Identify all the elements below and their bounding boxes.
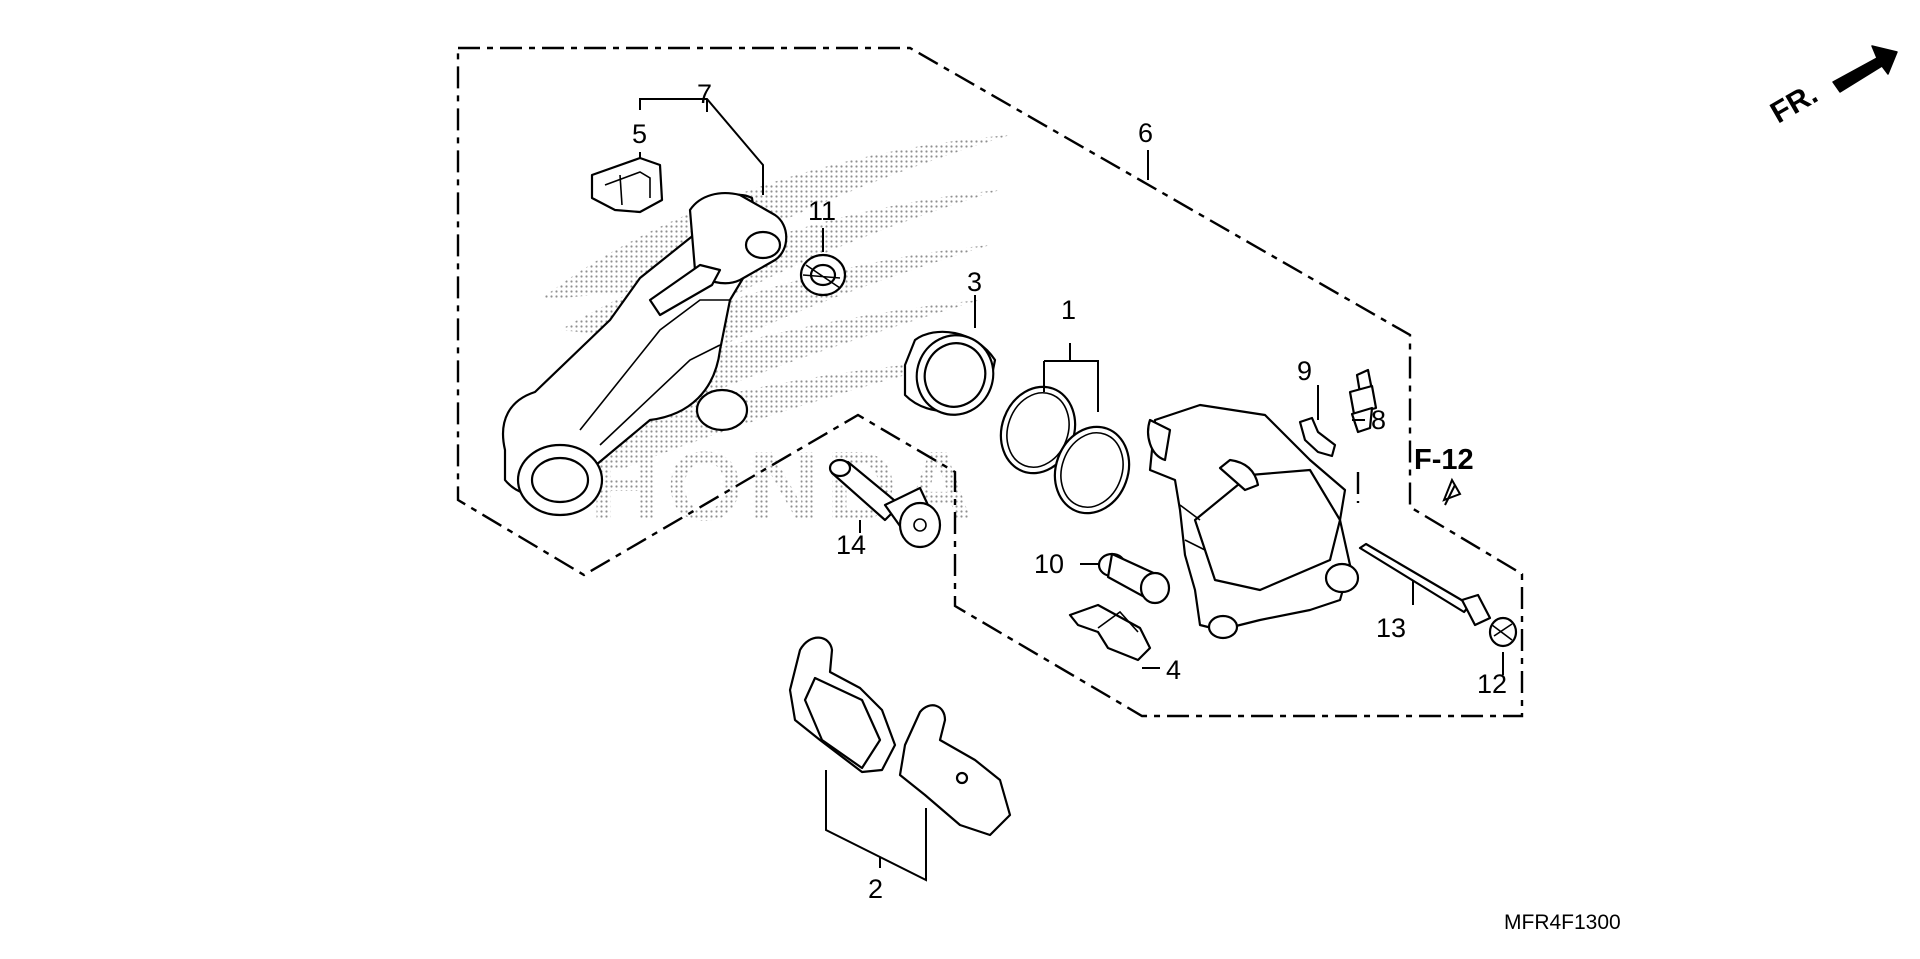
callout-6: 6 bbox=[1138, 118, 1153, 148]
callout-9: 9 bbox=[1297, 356, 1312, 386]
callout-7: 7 bbox=[697, 79, 712, 109]
piston-seal-set bbox=[999, 385, 1131, 515]
assembly-boundary-6 bbox=[456, 46, 1524, 718]
callout-3: 3 bbox=[967, 267, 982, 297]
callout-8: 8 bbox=[1371, 405, 1386, 435]
callout-14: 14 bbox=[836, 530, 866, 560]
pad-spring bbox=[1068, 603, 1152, 662]
reference-label: F-12 bbox=[1414, 444, 1474, 476]
bleeder-screw bbox=[1348, 368, 1378, 434]
brake-pad-set bbox=[788, 636, 1012, 837]
callout-10: 10 bbox=[1034, 549, 1064, 579]
front-arrow-icon bbox=[1832, 45, 1898, 93]
caliper-body bbox=[1147, 403, 1360, 640]
bolt-cap bbox=[1488, 616, 1518, 648]
boot-nut bbox=[799, 253, 847, 297]
caliper-pin bbox=[1358, 542, 1492, 627]
pin-bolt bbox=[828, 458, 942, 549]
leader-lines bbox=[639, 98, 1504, 882]
front-direction-indicator: FR. bbox=[1765, 45, 1898, 130]
diagram-code: MFR4F1300 bbox=[1504, 911, 1621, 934]
callout-11: 11 bbox=[808, 196, 836, 226]
bleeder-cap bbox=[1298, 416, 1337, 458]
callout-13: 13 bbox=[1376, 613, 1406, 643]
pin-plug bbox=[1097, 552, 1171, 605]
pad-retainer-clip bbox=[590, 156, 664, 214]
callouts: 1 2 3 4 5 6 7 8 9 10 11 12 13 14 bbox=[632, 79, 1507, 904]
callout-12: 12 bbox=[1477, 669, 1507, 699]
callout-5: 5 bbox=[632, 119, 647, 149]
callout-4: 4 bbox=[1166, 655, 1181, 685]
callout-1: 1 bbox=[1061, 295, 1076, 325]
caliper-bracket bbox=[501, 192, 788, 517]
piston bbox=[903, 330, 997, 416]
front-label: FR. bbox=[1765, 77, 1823, 130]
callout-2: 2 bbox=[868, 874, 883, 904]
